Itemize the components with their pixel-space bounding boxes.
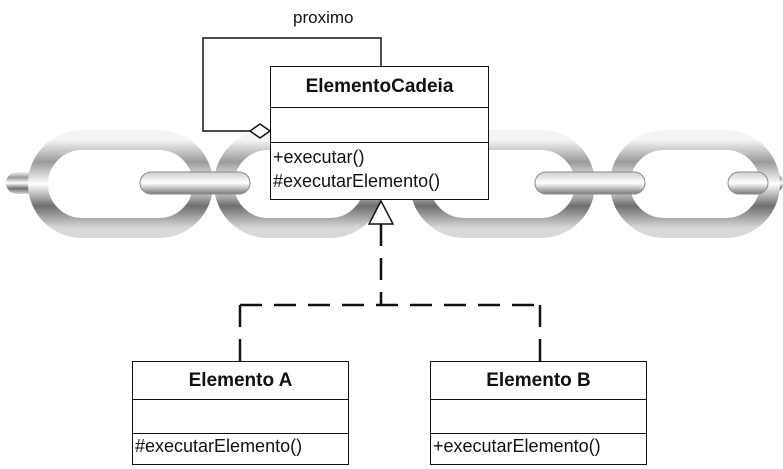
class-attributes [271,108,488,143]
class-elemento-a: Elemento A #executarElemento() [132,361,349,465]
chain-link-edge [534,171,646,195]
operation: +executarElemento() [433,436,601,456]
class-name: ElementoCadeia [271,67,488,108]
class-operations: +executar() #executarElemento() [271,143,488,193]
operation: #executarElemento() [273,171,441,191]
self-association-line [202,37,382,132]
operation: +executar() [273,147,365,167]
class-name: Elemento B [431,362,646,400]
association-label: proximo [293,8,354,27]
chain-link-edge [727,171,769,195]
class-elemento-b: Elemento B +executarElemento() [430,361,647,465]
class-elemento-cadeia: ElementoCadeia +executar() #executarElem… [270,66,489,200]
class-operations: #executarElemento() [133,434,348,458]
class-name: Elemento A [133,362,348,400]
class-attributes [133,400,348,434]
operation: #executarElemento() [135,436,303,456]
chain-link-edge [139,171,251,195]
class-operations: +executarElemento() [431,434,646,458]
class-attributes [431,400,646,434]
